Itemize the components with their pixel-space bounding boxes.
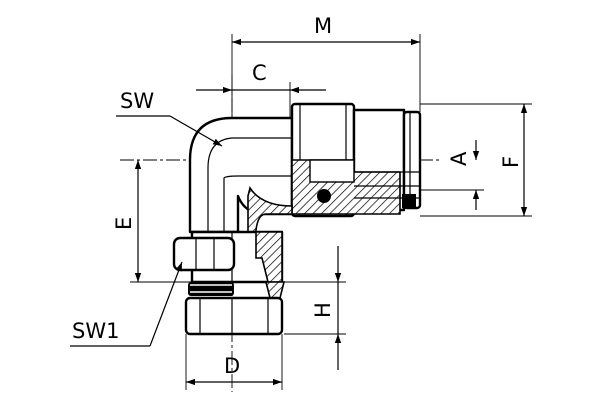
- label-e: E: [112, 217, 136, 230]
- label-c: C: [252, 61, 267, 85]
- label-sw1: SW1: [72, 319, 119, 343]
- thread-spigot: [184, 296, 284, 336]
- label-h: H: [311, 302, 335, 318]
- fitting-body: [172, 102, 422, 336]
- o-ring-icon: [317, 189, 331, 203]
- dimension-labels: M C SW A F E SW1 H D: [72, 14, 523, 378]
- label-d: D: [224, 354, 240, 378]
- elbow-body: [188, 116, 294, 234]
- label-a: A: [447, 151, 471, 166]
- sw1-hex-nut: [172, 236, 236, 272]
- release-collet: [402, 110, 422, 210]
- label-f: F: [499, 156, 523, 168]
- label-m: M: [314, 14, 332, 38]
- dimension-lines: [70, 34, 532, 390]
- elbow-section: [247, 186, 293, 251]
- label-sw: SW: [120, 89, 154, 113]
